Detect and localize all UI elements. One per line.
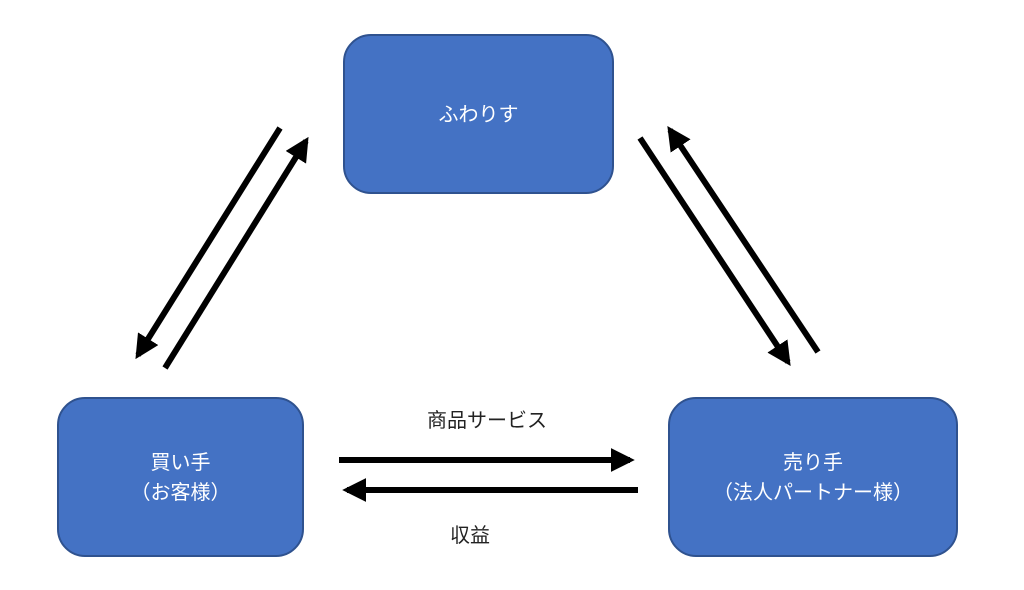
arrow-furisu-to-buyer xyxy=(135,126,283,360)
arrow-seller-to-furisu xyxy=(667,126,821,354)
node-buyer-sublabel: （お客様） xyxy=(130,480,231,504)
node-seller: 売り手 （法人パートナー様） xyxy=(668,397,958,557)
node-seller-label: 売り手 xyxy=(783,450,843,474)
node-furisu-label: ふわりす xyxy=(438,102,519,126)
edge-label-goods-services: 商品サービス xyxy=(427,408,547,432)
node-buyer: 買い手 （お客様） xyxy=(57,397,304,557)
edge-label-revenue: 収益 xyxy=(450,523,490,547)
arrow-furisu-to-seller xyxy=(637,136,791,367)
node-seller-sublabel: （法人パートナー様） xyxy=(713,480,913,504)
arrow-buyer-to-furisu xyxy=(162,136,309,370)
node-furisu: ふわりす xyxy=(343,34,614,194)
node-buyer-label: 買い手 xyxy=(150,450,211,474)
